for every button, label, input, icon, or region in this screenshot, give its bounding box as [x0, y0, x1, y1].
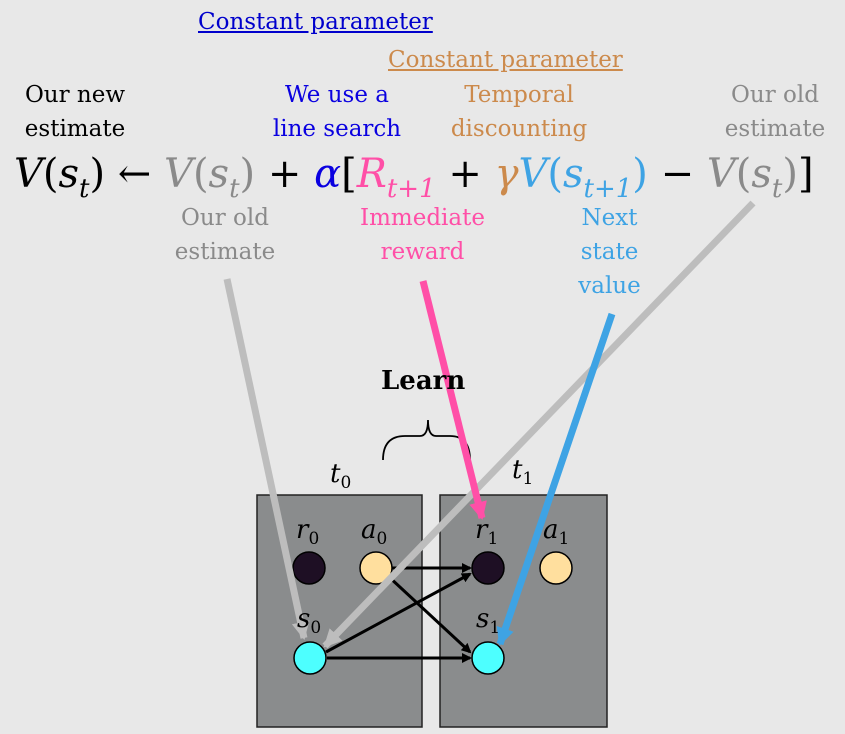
next-line1: Next — [581, 205, 638, 231]
line-search-label: We use a line search — [262, 78, 412, 146]
immediate-line2: reward — [380, 239, 465, 265]
arrow-next-state-value — [496, 312, 616, 646]
next-line2: state — [580, 239, 639, 265]
arrow-immediate-reward — [419, 280, 487, 520]
node-a1-label: a1 — [543, 515, 570, 549]
node-r0 — [292, 551, 326, 585]
node-s0-label: s0 — [297, 604, 322, 638]
new-estimate-line1: Our new — [24, 82, 126, 108]
temporal-line2: discounting — [450, 116, 588, 142]
timestep-1-panel — [439, 494, 608, 728]
arrow-old-estimate-right — [322, 200, 756, 649]
node-a0-label: a0 — [361, 515, 388, 549]
old-estimate-left-line2: estimate — [174, 239, 276, 265]
node-s0 — [293, 641, 327, 675]
constant-parameter-alpha-label: Constant parameter — [198, 9, 433, 35]
new-estimate-label: Our new estimate — [10, 78, 140, 146]
eq-next-value: V(st+1) — [518, 151, 648, 204]
arrow-a0-s1 — [386, 574, 472, 654]
arrow-s0-r1 — [325, 572, 472, 654]
temporal-discounting-label: Temporal discounting — [434, 78, 604, 146]
eq-old-value-2: V(st) — [706, 151, 798, 204]
new-estimate-line2: estimate — [24, 116, 126, 142]
eq-old-value: V(st) — [164, 151, 256, 204]
next-state-value-label: Next state value — [552, 201, 667, 303]
old-estimate-left-label: Our old estimate — [155, 201, 295, 269]
eq-gamma: γ — [494, 151, 519, 197]
constant-parameter-gamma-label: Constant parameter — [388, 47, 623, 73]
immediate-line1: Immediate — [360, 205, 485, 231]
line-search-line2: line search — [272, 116, 402, 142]
eq-rbracket: ] — [797, 151, 814, 197]
eq-new-value: V(st) — [14, 151, 106, 204]
timestep-1-label: t1 — [512, 455, 534, 489]
eq-minus: − — [647, 151, 707, 197]
next-line3: value — [578, 273, 641, 299]
old-estimate-left-line1: Our old — [181, 205, 269, 231]
line-search-line1: We use a — [285, 82, 389, 108]
temporal-line1: Temporal — [464, 82, 574, 108]
immediate-reward-label: Immediate reward — [345, 201, 500, 269]
node-r1 — [471, 551, 505, 585]
eq-assign-arrow: ← — [105, 151, 165, 197]
eq-plus-2: + — [435, 151, 495, 197]
eq-reward: Rt+1 — [356, 151, 436, 204]
td-update-equation: V(st) ← V(st) + α[Rt+1 + γV(st+1) − V(st… — [14, 144, 814, 204]
eq-alpha: α — [314, 151, 342, 197]
old-estimate-right-line2: estimate — [724, 116, 826, 142]
node-s1 — [471, 641, 505, 675]
old-estimate-right-line1: Our old — [731, 82, 819, 108]
node-r1-label: r1 — [475, 515, 499, 549]
learn-label: Learn — [381, 366, 466, 396]
node-a0 — [359, 551, 393, 585]
node-s1-label: s1 — [476, 604, 501, 638]
node-a1 — [539, 551, 573, 585]
old-estimate-right-label: Our old estimate — [710, 78, 840, 146]
arrow-old-estimate-left — [223, 278, 310, 640]
eq-plus: + — [255, 151, 315, 197]
eq-lbracket: [ — [341, 151, 357, 197]
node-r0-label: r0 — [296, 515, 320, 549]
timestep-0-label: t0 — [330, 459, 352, 493]
